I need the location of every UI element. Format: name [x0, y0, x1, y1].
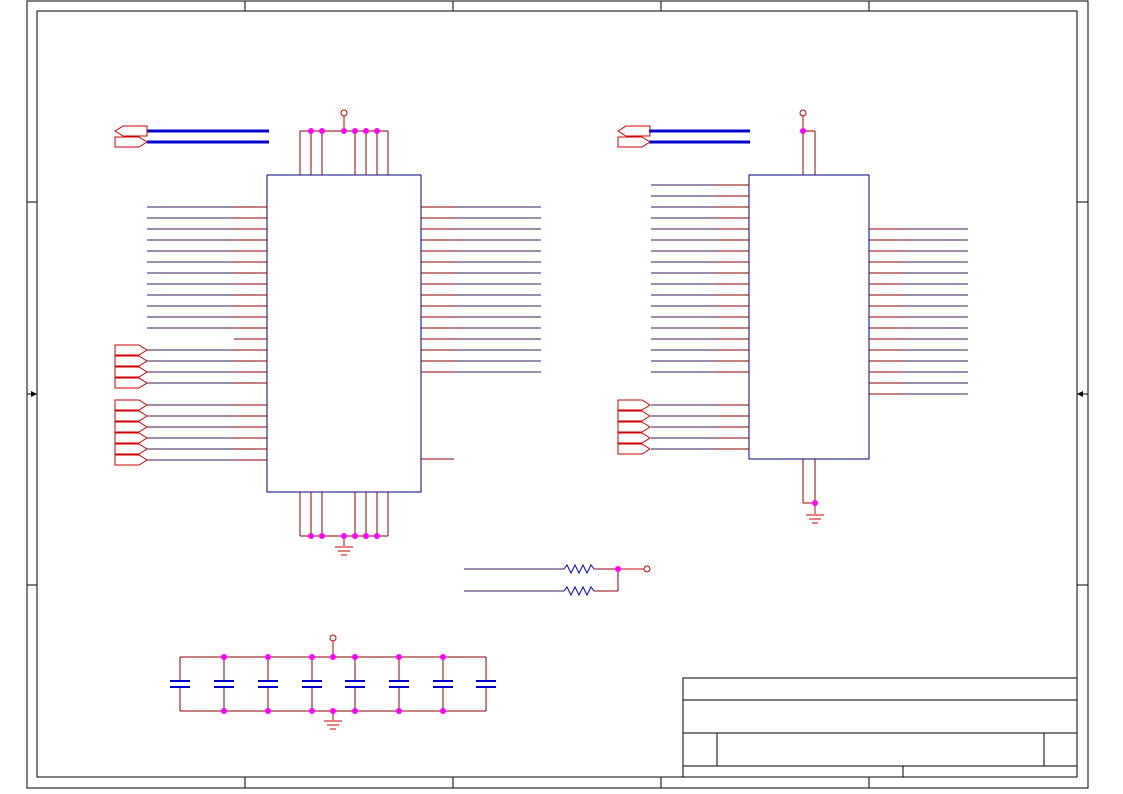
junction-dot: [396, 654, 402, 660]
port-connector-icon: [114, 377, 148, 389]
ground-symbol-icon: [335, 536, 353, 556]
ic-u1-top-pins: [299, 130, 389, 175]
junction-dot: [265, 654, 271, 660]
port-connector-icon: [114, 344, 148, 356]
capacitor-bank: [170, 656, 496, 712]
junction-dot: [440, 708, 446, 714]
power-port-icon: [329, 634, 337, 657]
resistor-r2[interactable]: [464, 569, 619, 597]
junction-dot: [352, 533, 358, 539]
port-connector-icon: [114, 366, 148, 378]
port-connector-icon: [617, 125, 651, 137]
resistor-icon: [563, 585, 595, 597]
junction-dot: [363, 128, 369, 134]
junction-dots: [221, 128, 818, 714]
junction-dot: [319, 533, 325, 539]
port-connector-icon: [114, 410, 148, 422]
junction-dot: [308, 533, 314, 539]
junction-dot: [615, 566, 621, 572]
junction-dot: [396, 708, 402, 714]
ic-u1-right-pins: [421, 206, 541, 460]
junction-dot: [352, 128, 358, 134]
power-port-icon: [618, 565, 651, 573]
bus-lines: [147, 129, 750, 144]
capacitor-icon: [433, 657, 453, 711]
ic-u2-body: [748, 174, 870, 460]
port-connector-icon: [114, 355, 148, 367]
ic-u2-left-pins: [651, 184, 749, 450]
port-connector-icon: [617, 443, 651, 455]
junction-dot: [308, 128, 314, 134]
ic-u1-body: [266, 174, 422, 493]
ic-u2-right-pins: [869, 228, 968, 395]
center-marker-left: [27, 391, 37, 397]
port-connector-icon: [617, 432, 651, 444]
resistor-r1[interactable]: [464, 563, 618, 575]
port-connector-icon: [114, 125, 148, 137]
junction-dot: [374, 128, 380, 134]
port-connector-icon: [114, 443, 148, 455]
ic-u1-left-pins: [147, 206, 267, 461]
center-marker-right: [1077, 391, 1088, 397]
junction-dot: [330, 708, 336, 714]
junction-dot: [221, 708, 227, 714]
power-port-icon: [799, 109, 807, 131]
port-connector-icon: [114, 399, 148, 411]
port-connector-icon: [617, 410, 651, 422]
title-block: [682, 677, 1078, 778]
resistor-icon: [563, 563, 595, 575]
capacitor-icon: [302, 657, 322, 711]
ground-symbol-icon: [806, 503, 824, 524]
ic-u2[interactable]: [651, 130, 968, 504]
junction-dot: [352, 654, 358, 660]
junction-dot: [800, 128, 806, 134]
port-connectors: [114, 125, 651, 466]
power-port-icon: [340, 109, 348, 131]
capacitor-icon: [214, 657, 234, 711]
junction-dot: [319, 128, 325, 134]
port-connector-icon: [617, 136, 651, 148]
ic-u1[interactable]: [147, 130, 541, 537]
junction-dot: [374, 533, 380, 539]
capacitor-icon: [345, 657, 365, 711]
junction-dot: [221, 654, 227, 660]
port-connector-icon: [617, 399, 651, 411]
port-connector-icon: [114, 432, 148, 444]
junction-dot: [363, 533, 369, 539]
capacitor-icon: [389, 657, 409, 711]
junction-dot: [309, 708, 315, 714]
port-connector-icon: [617, 421, 651, 433]
junction-dot: [812, 500, 818, 506]
capacitor-icon: [476, 657, 496, 711]
junction-dot: [352, 708, 358, 714]
junction-dot: [440, 654, 446, 660]
junction-dot: [309, 654, 315, 660]
junction-dot: [265, 708, 271, 714]
ic-u1-bottom-pins: [299, 492, 389, 537]
capacitor-icon: [170, 657, 190, 711]
port-connector-icon: [114, 421, 148, 433]
junction-dot: [330, 654, 336, 660]
junction-dot: [341, 128, 347, 134]
port-connector-icon: [114, 136, 148, 148]
junction-dot: [341, 533, 347, 539]
port-connector-icon: [114, 454, 148, 466]
capacitor-icon: [258, 657, 278, 711]
